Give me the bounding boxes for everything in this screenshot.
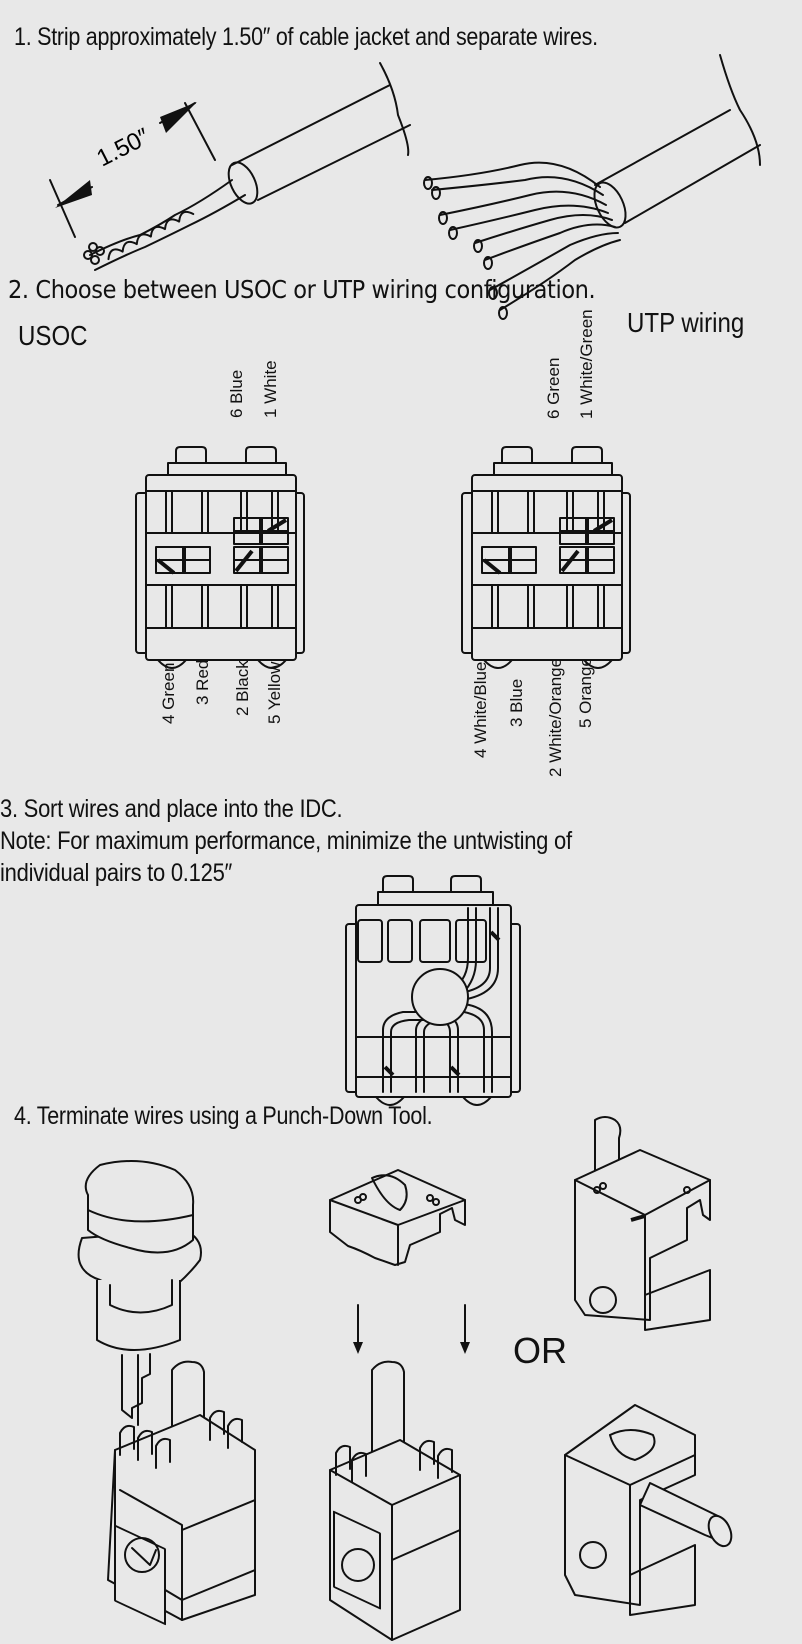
- usoc-label-2-black: 2 Black: [233, 660, 252, 716]
- utp-jack-diagram: [461, 446, 631, 669]
- usoc-label-4-green: 4 Green: [159, 662, 178, 724]
- step-3-heading: 3. Sort wires and place into the IDC.: [0, 795, 343, 823]
- utp-title: UTP wiring: [627, 307, 745, 338]
- usoc-jack-diagram: [135, 446, 305, 669]
- utp-label-4-white-blue: 4 White/Blue: [471, 661, 490, 758]
- or-label: OR: [513, 1330, 567, 1371]
- jack-cap-illustration: [329, 1169, 470, 1641]
- punch-down-tool-illustration: [77, 1160, 256, 1626]
- step-2-heading: 2. Choose between USOC or UTP wiring con…: [8, 275, 596, 304]
- step-1-heading: 1. Strip approximately 1.50″ of cable ja…: [14, 23, 598, 51]
- utp-label-6-green: 6 Green: [544, 357, 563, 419]
- utp-label-1-white-green: 1 White/Green: [577, 309, 596, 419]
- assembled-jack-side-illustration: [564, 1404, 733, 1616]
- dimension-label: 1.50″: [92, 123, 154, 172]
- usoc-label-5-yellow: 5 Yellow: [265, 661, 284, 724]
- cable-strip-illustration: 1.50″: [49, 54, 761, 320]
- usoc-label-1-white: 1 White: [261, 360, 280, 418]
- step-4-heading: 4. Terminate wires using a Punch-Down To…: [14, 1102, 433, 1130]
- idc-wire-placement-diagram: [345, 875, 521, 1106]
- assembled-jack-top-illustration: [574, 1116, 711, 1331]
- usoc-title: USOC: [18, 320, 88, 351]
- step-3-note-line-2: individual pairs to 0.125″: [0, 859, 233, 887]
- utp-label-2-white-orange: 2 White/Orange: [546, 657, 565, 777]
- utp-label-3-blue: 3 Blue: [507, 678, 526, 727]
- step-3-note-line-1: Note: For maximum performance, minimize …: [0, 827, 572, 855]
- usoc-label-6-blue: 6 Blue: [227, 369, 246, 418]
